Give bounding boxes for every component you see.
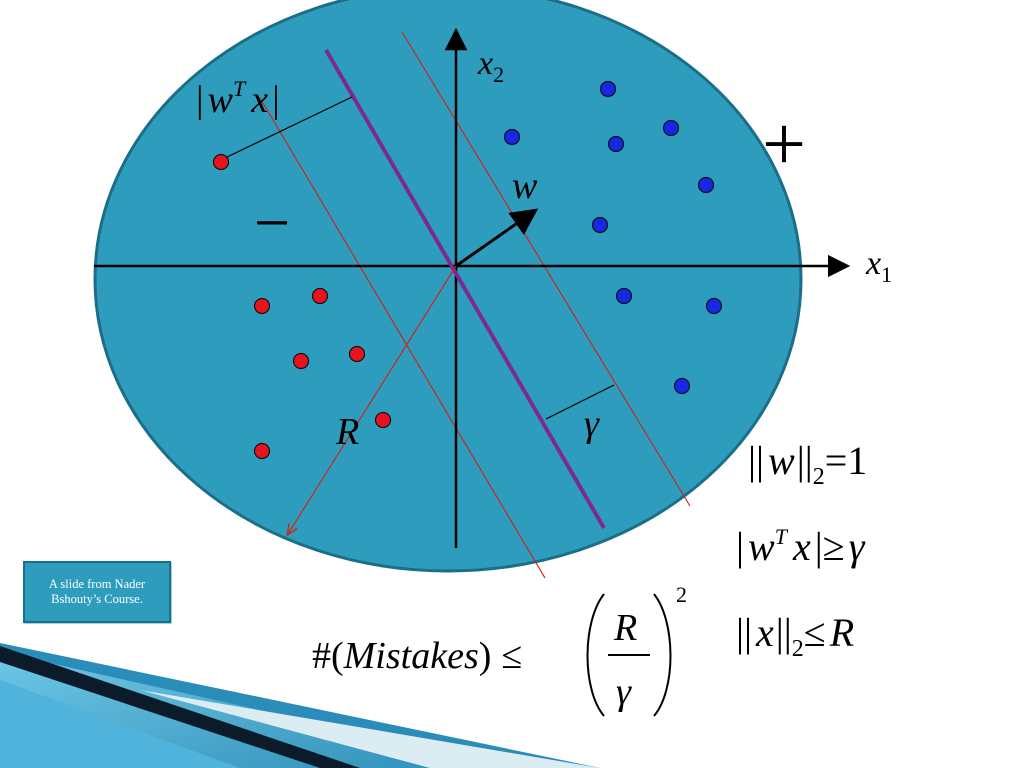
- negative-point: [311, 287, 329, 305]
- formula-mistakes: #(Mistakes)≤ R γ 2: [312, 582, 687, 717]
- minus-sign: −: [254, 187, 290, 258]
- negative-point: [292, 352, 310, 370]
- positive-point: [503, 128, 521, 146]
- exponent: 2: [676, 582, 687, 607]
- positive-point: [615, 287, 633, 305]
- gamma-label: γ: [584, 403, 600, 445]
- right-paren: [653, 593, 672, 717]
- negative-point: [253, 297, 271, 315]
- weight-vector: [455, 208, 539, 268]
- positive-point: [697, 176, 715, 194]
- separating-hyperplane: [324, 48, 606, 530]
- fraction-denominator: γ: [616, 671, 632, 713]
- positive-point: [599, 80, 617, 98]
- negative-point: [374, 411, 392, 429]
- negative-point: [348, 345, 366, 363]
- margin-lines: [259, 31, 691, 579]
- radius-line: [288, 265, 457, 534]
- negative-point: [212, 153, 230, 171]
- positive-point: [607, 135, 625, 153]
- R-label: R: [335, 411, 359, 453]
- gamma-margin-segment: [545, 384, 615, 420]
- positive-point: [705, 297, 723, 315]
- decorative-corner-band: [0, 643, 600, 768]
- positive-point: [591, 216, 609, 234]
- margin-line-positive: [401, 31, 691, 507]
- x1-axis-label: x1: [865, 245, 892, 287]
- negative-points: [212, 153, 392, 460]
- w-vector-label: w: [512, 165, 538, 207]
- credit-text: A slide from Nader Bshouty’s Course.: [48, 577, 146, 606]
- positive-point: [673, 377, 691, 395]
- negative-point: [253, 442, 271, 460]
- plus-sign: +: [762, 100, 806, 187]
- left-paren: [586, 593, 605, 717]
- formula-norm-x: ||x||2≤R: [736, 610, 854, 662]
- data-domain-ellipse: [93, 0, 803, 573]
- credit-note: A slide from Nader Bshouty’s Course.: [23, 561, 171, 623]
- mistakes-lhs: #(Mistakes)≤: [312, 635, 522, 677]
- positive-points: [503, 80, 723, 395]
- formula-norm-w: ||w||2=1: [748, 438, 867, 490]
- distance-line: [224, 96, 353, 159]
- x2-axis-label: x2: [477, 45, 504, 87]
- positive-point: [662, 119, 680, 137]
- fraction-numerator: R: [613, 607, 637, 649]
- margin-line-negative: [259, 97, 546, 579]
